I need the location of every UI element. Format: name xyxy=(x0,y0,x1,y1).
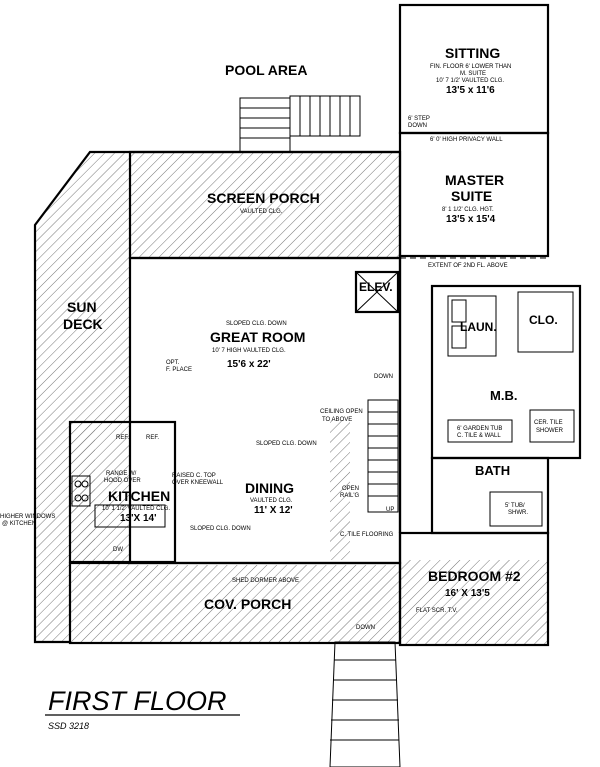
elevator-box xyxy=(354,270,400,314)
main-stair-treads xyxy=(368,411,398,497)
sitting-dim: 13'5 x 11'6 xyxy=(446,85,495,96)
dryer xyxy=(451,325,467,349)
dining-note: VAULTED CLG. xyxy=(250,498,293,504)
washer xyxy=(451,299,467,323)
garden-tub-note2: C. TILE & WALL xyxy=(457,433,501,439)
shower-note1: CER. TILE xyxy=(534,420,563,426)
floor-title: FIRST FLOOR xyxy=(48,686,227,716)
higher-windows-note1: HIGHER WINDOWS xyxy=(0,514,55,520)
kitchen-label: KITCHEN xyxy=(108,488,170,504)
laun-label: LAUN. xyxy=(460,320,497,334)
extent-note: EXTENT OF 2ND FL. ABOVE xyxy=(428,263,508,269)
closet-box xyxy=(517,291,574,353)
sloped-kitchen-note: SLOPED CLG. DOWN xyxy=(190,526,251,532)
mb-label: M.B. xyxy=(490,388,517,403)
down-porch-label: DOWN xyxy=(356,625,375,631)
open-rail-note1: OPEN xyxy=(342,486,359,492)
bedroom-dim: 16' X 13'5 xyxy=(445,588,490,599)
kitchen-dim: 13'X 14' xyxy=(120,513,156,524)
bedroom-hatch xyxy=(400,560,548,645)
screen-porch-label: SCREEN PORCH xyxy=(207,190,320,206)
tub-note1: 5' TUB/ xyxy=(505,503,525,509)
bedroom-wall xyxy=(398,531,550,647)
tub-note2: SHWR. xyxy=(508,510,528,516)
ceiling-open-note2: TO ABOVE xyxy=(322,417,352,423)
range-note1: RANGE W/ xyxy=(106,471,137,477)
ceiling-open-note1: CEILING OPEN xyxy=(320,409,363,415)
kitchen-hatch xyxy=(70,422,95,560)
open-rail-note2: RAIL'G xyxy=(340,493,359,499)
porch-stairs xyxy=(329,641,401,767)
master-label: MASTER xyxy=(445,172,504,188)
shower-box xyxy=(529,409,575,443)
shower-note2: SHOWER xyxy=(536,428,564,434)
fireplace-note2: F. PLACE xyxy=(166,367,192,373)
range-note2: HOOD OVER xyxy=(104,478,141,484)
sloped-dining-note: SLOPED CLG. DOWN xyxy=(256,441,317,447)
garden-tub xyxy=(447,419,513,443)
great-room-dim: 15'6 x 22' xyxy=(227,359,271,370)
sitting-label: SITTING xyxy=(445,45,500,61)
pool-steps xyxy=(239,97,291,153)
great-room-label: GREAT ROOM xyxy=(210,329,305,345)
fireplace-note1: OPT. xyxy=(166,360,180,366)
porch-stairs-treads xyxy=(330,659,399,741)
bedroom-label: BEDROOM #2 xyxy=(428,568,521,584)
great-room-note1: SLOPED CLG. DOWN xyxy=(226,321,287,327)
pool-area-label: POOL AREA xyxy=(225,62,307,78)
tile-flooring-note: C. TILE FLOORING xyxy=(340,532,394,538)
master-note: 8' 1 1/2' CLG. HGT. xyxy=(442,207,494,213)
dining-label: DINING xyxy=(245,480,294,496)
suite-label: SUITE xyxy=(451,188,492,204)
great-room-note2: 10' 7 HIGH VAULTED CLG. xyxy=(212,348,286,354)
flat-tv-note: FLAT SCR. T.V. xyxy=(416,608,458,614)
bath-tub xyxy=(489,491,543,527)
cov-porch-area xyxy=(70,565,400,642)
dining-dim: 11' X 12' xyxy=(254,505,293,516)
pool-steps-treads xyxy=(240,107,290,139)
sitting-note3: 10' 7 1/2' VAULTED CLG. xyxy=(436,78,504,84)
main-stair xyxy=(367,399,399,513)
privacy-wall-note: 6' 0' HIGH PRIVACY WALL xyxy=(430,137,503,143)
down-stair-label: DOWN xyxy=(374,374,393,380)
garden-tub-note1: 6' GARDEN TUB xyxy=(457,426,502,432)
ref1-label: REF. xyxy=(116,435,129,441)
pool-steps-right xyxy=(289,95,361,137)
kitchen-counter xyxy=(94,504,166,528)
clo-label: CLO. xyxy=(529,313,558,327)
sun-label: SUN xyxy=(67,299,97,315)
deck-label: DECK xyxy=(63,316,103,332)
screen-porch-area xyxy=(130,152,400,258)
step-note2: DOWN xyxy=(408,123,427,129)
dining-hatch xyxy=(330,420,350,560)
cov-porch-label: COV. PORCH xyxy=(204,596,291,612)
deck-outline xyxy=(33,150,130,644)
master-suite-wall xyxy=(398,131,550,258)
ref2-label: REF. xyxy=(146,435,159,441)
sitting-note1: FIN. FLOOR 6' LOWER THAN xyxy=(430,64,511,70)
up-label: UP xyxy=(386,507,394,513)
screen-porch-note: VAULTED CLG. xyxy=(240,209,283,215)
dw-label: DW xyxy=(113,547,123,553)
raised-note2: OVER KNEEWALL xyxy=(172,480,224,486)
plan-code: SSD 3218 xyxy=(48,721,89,731)
elev-label: ELEV. xyxy=(359,280,393,294)
sitting-note2: M. SUITE xyxy=(460,71,486,77)
master-dim: 13'5 x 15'4 xyxy=(446,214,496,225)
stove xyxy=(71,475,91,507)
sun-deck-area xyxy=(35,152,130,642)
laundry-box xyxy=(447,295,497,357)
raised-note1: RAISED C. TOP xyxy=(172,473,216,479)
shed-dormer-note: SHED DORMER ABOVE xyxy=(232,578,299,584)
pool-steps-right-treads xyxy=(299,96,351,136)
bath-label: BATH xyxy=(475,463,510,478)
higher-windows-note2: @ KITCHEN xyxy=(2,521,36,527)
kitchen-note: 10' 1 1/2' VAULTED CLG. xyxy=(102,506,170,512)
step-note1: 6' STEP xyxy=(408,116,430,122)
